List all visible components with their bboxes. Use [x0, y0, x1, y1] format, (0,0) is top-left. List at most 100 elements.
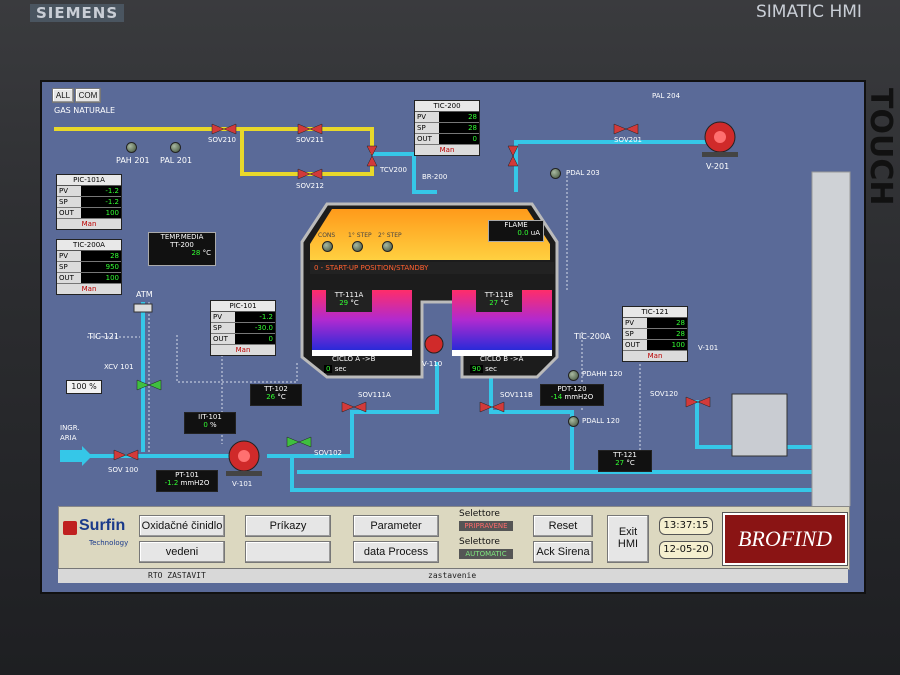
pic101-title: PIC-101: [211, 301, 275, 312]
surfin-logo-mark: [63, 521, 77, 535]
iit101-unit: %: [210, 421, 217, 429]
reactor-status-bar: 0 - START-UP POSITION/STANDBY: [310, 262, 554, 274]
aria-label: ARIA: [60, 434, 77, 442]
siemens-logo: SIEMENS: [30, 4, 125, 22]
ciclo-b-value: 90: [470, 365, 483, 373]
temp-media-value: 28: [191, 249, 201, 257]
vessel-tank: [731, 393, 788, 457]
pic101-mode[interactable]: Man: [235, 346, 251, 354]
pal204-label: PAL 204: [652, 92, 681, 100]
bottom-nav-panel: Surfin Technology Oxidačné činidlo veden…: [58, 506, 850, 570]
tic200a-sp[interactable]: 950: [81, 262, 121, 272]
clock-time: 13:37:15: [659, 517, 713, 535]
selector2-value[interactable]: AUTOMATIC: [459, 549, 513, 559]
pic101a-pv: -1.2: [81, 186, 121, 196]
pdall120-label: PDALL 120: [582, 417, 620, 425]
com-button[interactable]: COM: [75, 88, 101, 103]
xcv101-label: XCV 101: [104, 363, 134, 371]
all-button[interactable]: ALL: [52, 88, 74, 103]
pdal203-indicator: [550, 168, 561, 179]
ack-sirena-button[interactable]: Ack Sirena: [533, 541, 593, 563]
tt111a-label: TT-111A: [334, 291, 364, 299]
pdahh120-indicator: [568, 370, 579, 381]
tt121-unit: °C: [626, 459, 635, 467]
tic121-out[interactable]: 100: [647, 340, 687, 350]
ciclo-a-value: 0: [324, 365, 333, 373]
blower-v110: [424, 334, 444, 354]
temp-media-title: TEMP.MEDIA: [160, 233, 204, 241]
empty-button[interactable]: [245, 541, 331, 563]
pic101a-out[interactable]: 100: [81, 208, 121, 218]
sov201-label: SOV201: [614, 136, 642, 144]
pic101a-sp[interactable]: -1.2: [81, 197, 121, 207]
pt101-display: PT-101 -1.2 mmH2O: [156, 470, 218, 492]
pic101-out[interactable]: 0: [235, 334, 275, 344]
sov111a-label: SOV111A: [358, 391, 391, 399]
ciclo-a-label: CICLO A ->B: [332, 355, 376, 363]
xcv101-value: 100: [71, 382, 87, 391]
status-left: RTO ZASTAVIT: [148, 571, 206, 580]
cons-label: CONS: [318, 232, 336, 239]
temp-media-unit: °C: [202, 249, 211, 257]
reset-button[interactable]: Reset: [533, 515, 593, 537]
tt111b-value: 27: [489, 299, 499, 307]
tt111a-unit: °C: [350, 299, 359, 307]
prikazy-button[interactable]: Príkazy: [245, 515, 331, 537]
tt102-unit: °C: [277, 393, 286, 401]
status-center: zastavenie: [428, 571, 477, 580]
step2-indicator: [382, 241, 393, 252]
selector1-value[interactable]: PRIPRAVENE: [459, 521, 513, 531]
pal201-indicator: [170, 142, 181, 153]
pt101-unit: mmH2O: [180, 479, 210, 487]
tic121-title: TIC-121: [623, 307, 687, 318]
tic200a-mode[interactable]: Man: [81, 285, 97, 293]
tic200a-out[interactable]: 100: [81, 273, 121, 283]
parameter-button[interactable]: Parameter: [353, 515, 439, 537]
tt121-value: 27: [615, 459, 625, 467]
pic101-sp[interactable]: -30.0: [235, 323, 275, 333]
pdt120-value: -14: [550, 393, 563, 401]
flame-unit: uA: [530, 229, 540, 237]
pdahh120-label: PDAHH 120: [582, 370, 623, 378]
tic200-mode[interactable]: Man: [439, 146, 455, 154]
tic200-sp[interactable]: 28: [439, 123, 479, 133]
tt111b-label: TT-111B: [484, 291, 514, 299]
valve-symbols: [113, 123, 711, 461]
pdt120-label: PDT-120: [557, 385, 587, 393]
tic200-out[interactable]: 0: [439, 134, 479, 144]
tcv200-label: TCV200: [380, 166, 407, 174]
pt101-label: PT-101: [175, 471, 199, 479]
sov102-label: SOV102: [314, 449, 342, 457]
tt121-display: TT-121 27 °C: [598, 450, 652, 472]
blower-v101: [226, 440, 262, 476]
pah201-indicator: [126, 142, 137, 153]
hmi-screen: ALL COM GAS NATURALE PAH 201 PAL 201 SOV…: [40, 80, 866, 594]
tic121-sp[interactable]: 28: [647, 329, 687, 339]
pdt120-unit: mmH2O: [564, 393, 594, 401]
vedeni-button[interactable]: vedeni: [139, 541, 225, 563]
data-process-button[interactable]: data Process: [353, 541, 439, 563]
oxidacne-cinidlo-button[interactable]: Oxidačné činidlo: [139, 515, 225, 537]
sov100-label: SOV 100: [108, 466, 139, 474]
xcv101-value-box[interactable]: 100 %: [66, 380, 102, 394]
temp-media-display: TEMP.MEDIA TT-200 28 °C: [148, 232, 216, 266]
sov212-label: SOV212: [296, 182, 324, 190]
tt111a-display: TT-111A 29 °C: [326, 290, 372, 312]
tic200a-title: TIC-200A: [57, 240, 121, 251]
tic200-pv: 28: [439, 112, 479, 122]
ciclo-b-sec: sec: [485, 365, 497, 373]
tt102-label: TT-102: [264, 385, 288, 393]
pah201-label: PAH 201: [116, 156, 150, 165]
exit-hmi-button[interactable]: Exit HMI: [607, 515, 649, 563]
simatic-hmi-label: SIMATIC HMI: [756, 2, 862, 22]
tic121-mode[interactable]: Man: [647, 352, 663, 360]
sov111b-label: SOV111B: [500, 391, 533, 399]
pic101a-mode[interactable]: Man: [81, 220, 97, 228]
tt102-value: 26: [266, 393, 276, 401]
surfin-logo: Surfin Technology: [63, 515, 137, 561]
